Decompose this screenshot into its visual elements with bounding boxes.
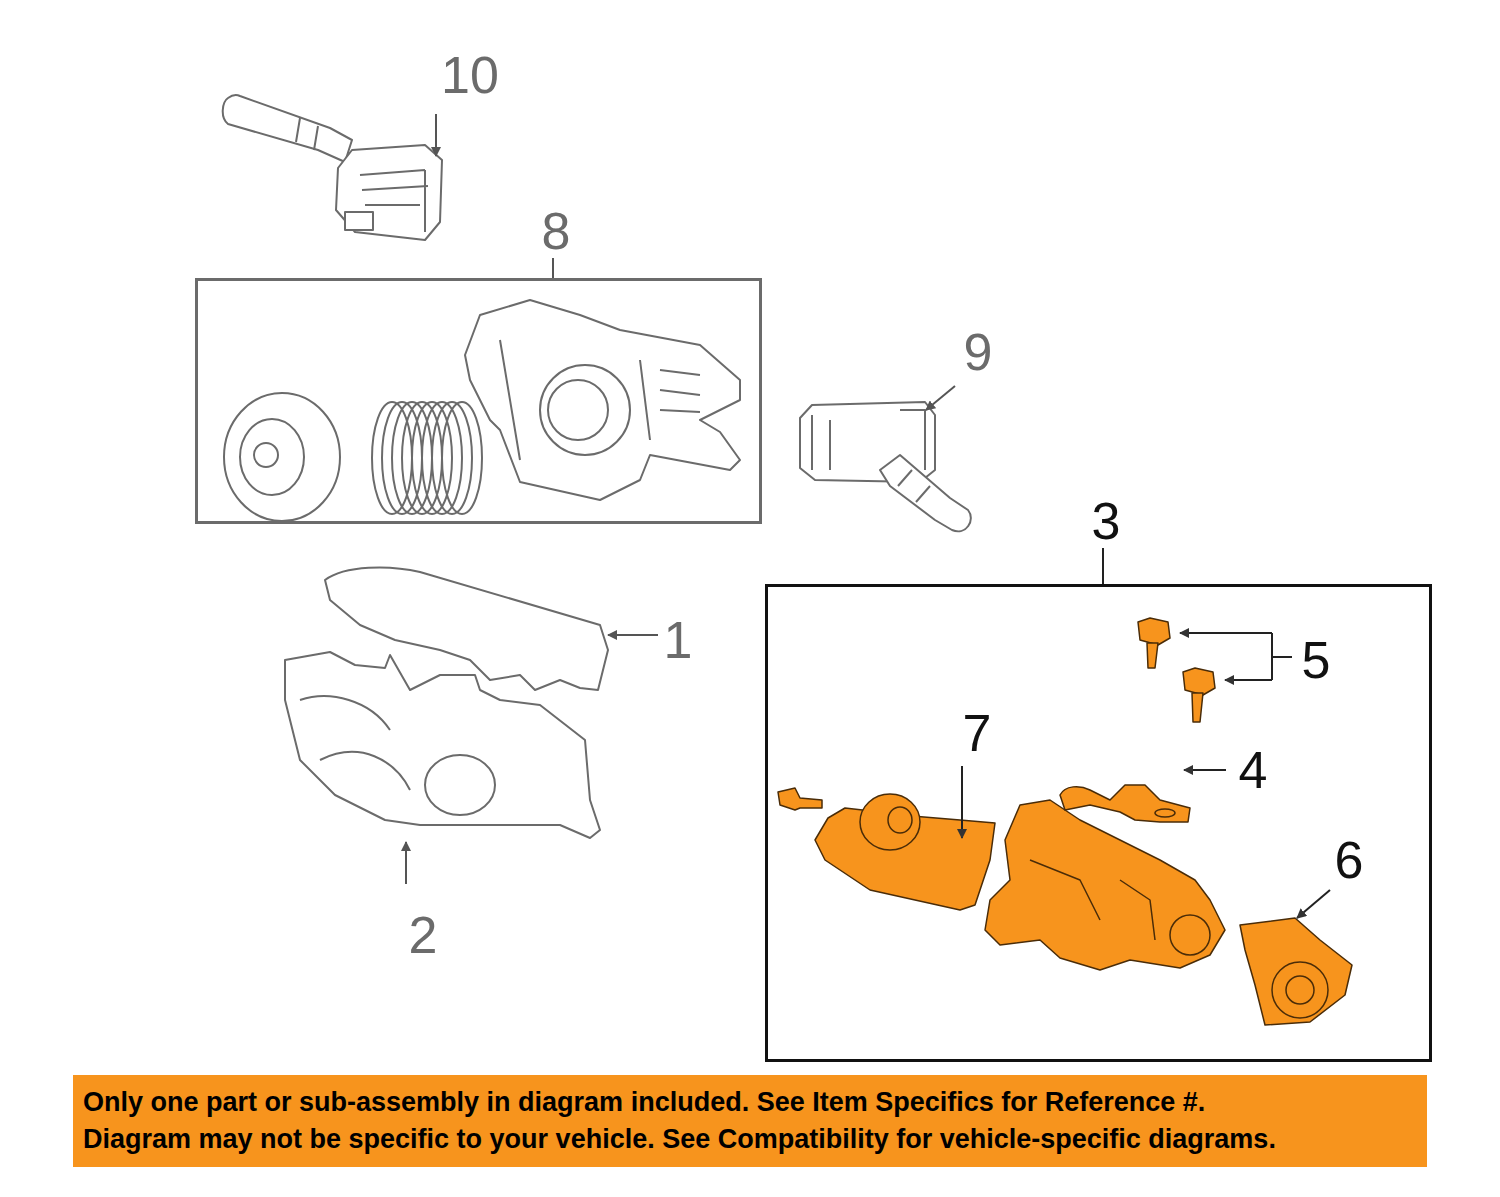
leader-bracket [1272, 633, 1292, 680]
stalk-ring [296, 118, 318, 150]
lock-bore [1170, 915, 1210, 955]
cover-detail [300, 696, 410, 790]
callout-number: 4 [1239, 744, 1268, 796]
leader-lines [406, 114, 1330, 918]
notice-text: Diagram may not be specific to your vehi… [83, 1121, 1417, 1158]
housing-detail [500, 340, 700, 460]
leader-line [961, 766, 963, 838]
stalk-lever [880, 455, 971, 531]
group-box: 8 [195, 278, 762, 524]
switch-connector [345, 212, 373, 230]
shear-bolt-shank [1147, 643, 1158, 668]
leader-line [1297, 890, 1330, 918]
bracket-hole [1155, 809, 1175, 817]
cylinder-keyway [1286, 976, 1314, 1004]
sensor-pin [778, 788, 822, 810]
housing-detail [1030, 860, 1155, 940]
coil-spring [372, 402, 482, 514]
callout-number: 1 [664, 614, 693, 666]
cylinder-face [1272, 962, 1328, 1018]
switch-boss [860, 794, 920, 850]
key-cylinder [1240, 918, 1352, 1025]
clock-spring-inner [240, 419, 304, 495]
light-stalk-switch [800, 402, 971, 531]
stalk-lever [223, 95, 352, 162]
coil-turn [432, 402, 472, 514]
housing-bore [540, 365, 630, 455]
wiper-stalk-switch [223, 95, 442, 240]
leader-line [608, 634, 658, 636]
clock-spring-ring [224, 393, 340, 521]
lock-assembly [778, 618, 1352, 1025]
notice-banner: Only one part or sub-assembly in diagram… [73, 1075, 1427, 1167]
switch-body [336, 145, 442, 240]
callout-number: 9 [964, 326, 993, 378]
leader-line [1225, 679, 1272, 681]
key-hole-opening [425, 755, 495, 815]
stalk-ring [898, 470, 930, 502]
steering-lock-housing [985, 800, 1225, 970]
callout-number: 8 [542, 205, 571, 257]
callout-number: 10 [441, 49, 499, 101]
leader-line [1184, 769, 1226, 771]
coil-turn [442, 402, 482, 514]
switch-housing [465, 300, 740, 500]
leader-line [435, 114, 437, 156]
lower-column-cover [285, 652, 600, 838]
callout-number: 6 [1335, 834, 1364, 886]
combination-switch-assembly [224, 300, 740, 521]
leader-line [1102, 548, 1104, 584]
leader-line [405, 842, 407, 884]
shear-bolt-head [1138, 618, 1170, 645]
group-box: 3 [765, 584, 1432, 1062]
leader-line [1180, 632, 1272, 634]
clock-spring-hub [254, 443, 278, 467]
leader-line [926, 386, 955, 410]
leader-line [552, 258, 554, 278]
lock-bracket [1060, 785, 1190, 822]
callout-number: 2 [409, 909, 438, 961]
shear-bolt-shank [1192, 693, 1203, 722]
ignition-switch [815, 808, 995, 910]
housing-bore-inner [548, 380, 608, 440]
notice-text: Only one part or sub-assembly in diagram… [83, 1084, 1417, 1121]
shear-bolt-head [1183, 668, 1215, 695]
callout-number: 7 [963, 707, 992, 759]
cover-shell [285, 652, 600, 838]
callout-number: 5 [1302, 634, 1331, 686]
switch-boss-hole [888, 807, 912, 833]
callout-number: 3 [1092, 495, 1121, 547]
